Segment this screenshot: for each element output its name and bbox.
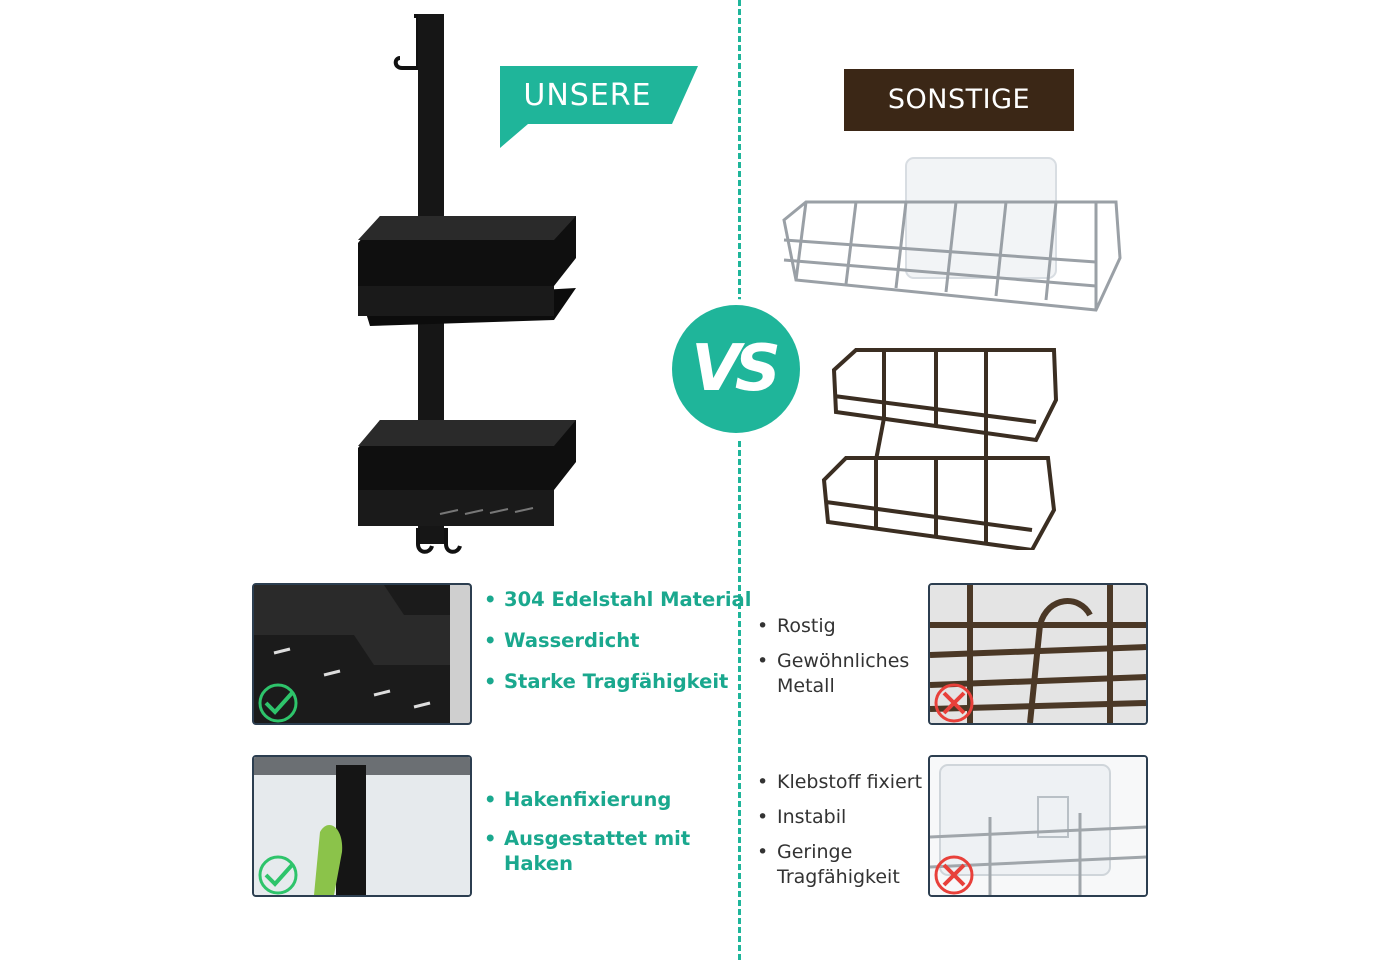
steel-closeup-image (254, 585, 470, 723)
vs-badge: VS (672, 305, 800, 433)
feature-item-continuation: Metall (777, 675, 835, 697)
adhesive-closeup-image (930, 757, 1146, 895)
feature-item-continuation: Tragfähigkeit (777, 866, 900, 888)
feature-item: •304 Edelstahl Material (484, 588, 752, 611)
hook-closeup-thumb (252, 755, 472, 897)
hook-closeup-image (254, 757, 470, 895)
cross-icon (934, 855, 974, 895)
feature-item-continuation: Haken (504, 852, 574, 875)
feature-item: •Wasserdicht (484, 629, 640, 652)
others-feature-list-2: •Klebstoff fixiert •Instabil •Geringe Tr… (757, 770, 922, 890)
feature-item: •Klebstoff fixiert (757, 771, 923, 793)
steel-closeup-thumb (252, 583, 472, 725)
ours-feature-list-2: •Hakenfixierung •Ausgestattet mit Haken (484, 787, 690, 876)
cross-icon (934, 683, 974, 723)
ours-feature-list-1: •304 Edelstahl Material •Wasserdicht •St… (484, 587, 751, 694)
others-feature-list-1: •Rostig •Gewöhnliches Metall (757, 614, 909, 699)
check-icon (258, 683, 298, 723)
center-divider (738, 0, 741, 960)
feature-item: •Gewöhnliches (757, 650, 910, 672)
feature-item: •Starke Tragfähigkeit (484, 670, 729, 693)
feature-item: •Ausgestattet mit (484, 827, 691, 850)
black-shower-caddy-image (358, 14, 576, 554)
feature-item: •Geringe (757, 841, 853, 863)
wire-shelves-image (782, 157, 1122, 550)
rusty-closeup-thumb (928, 583, 1148, 725)
check-icon (258, 855, 298, 895)
unsere-label: UNSERE (523, 78, 652, 113)
rusty-closeup-image (930, 585, 1146, 723)
feature-item: •Instabil (757, 806, 847, 828)
sonstige-banner: SONSTIGE (844, 69, 1074, 131)
unsere-banner (500, 66, 698, 148)
vs-label: VS (691, 332, 781, 406)
adhesive-closeup-thumb (928, 755, 1148, 897)
feature-item: •Rostig (757, 615, 836, 637)
feature-item: •Hakenfixierung (484, 788, 672, 811)
